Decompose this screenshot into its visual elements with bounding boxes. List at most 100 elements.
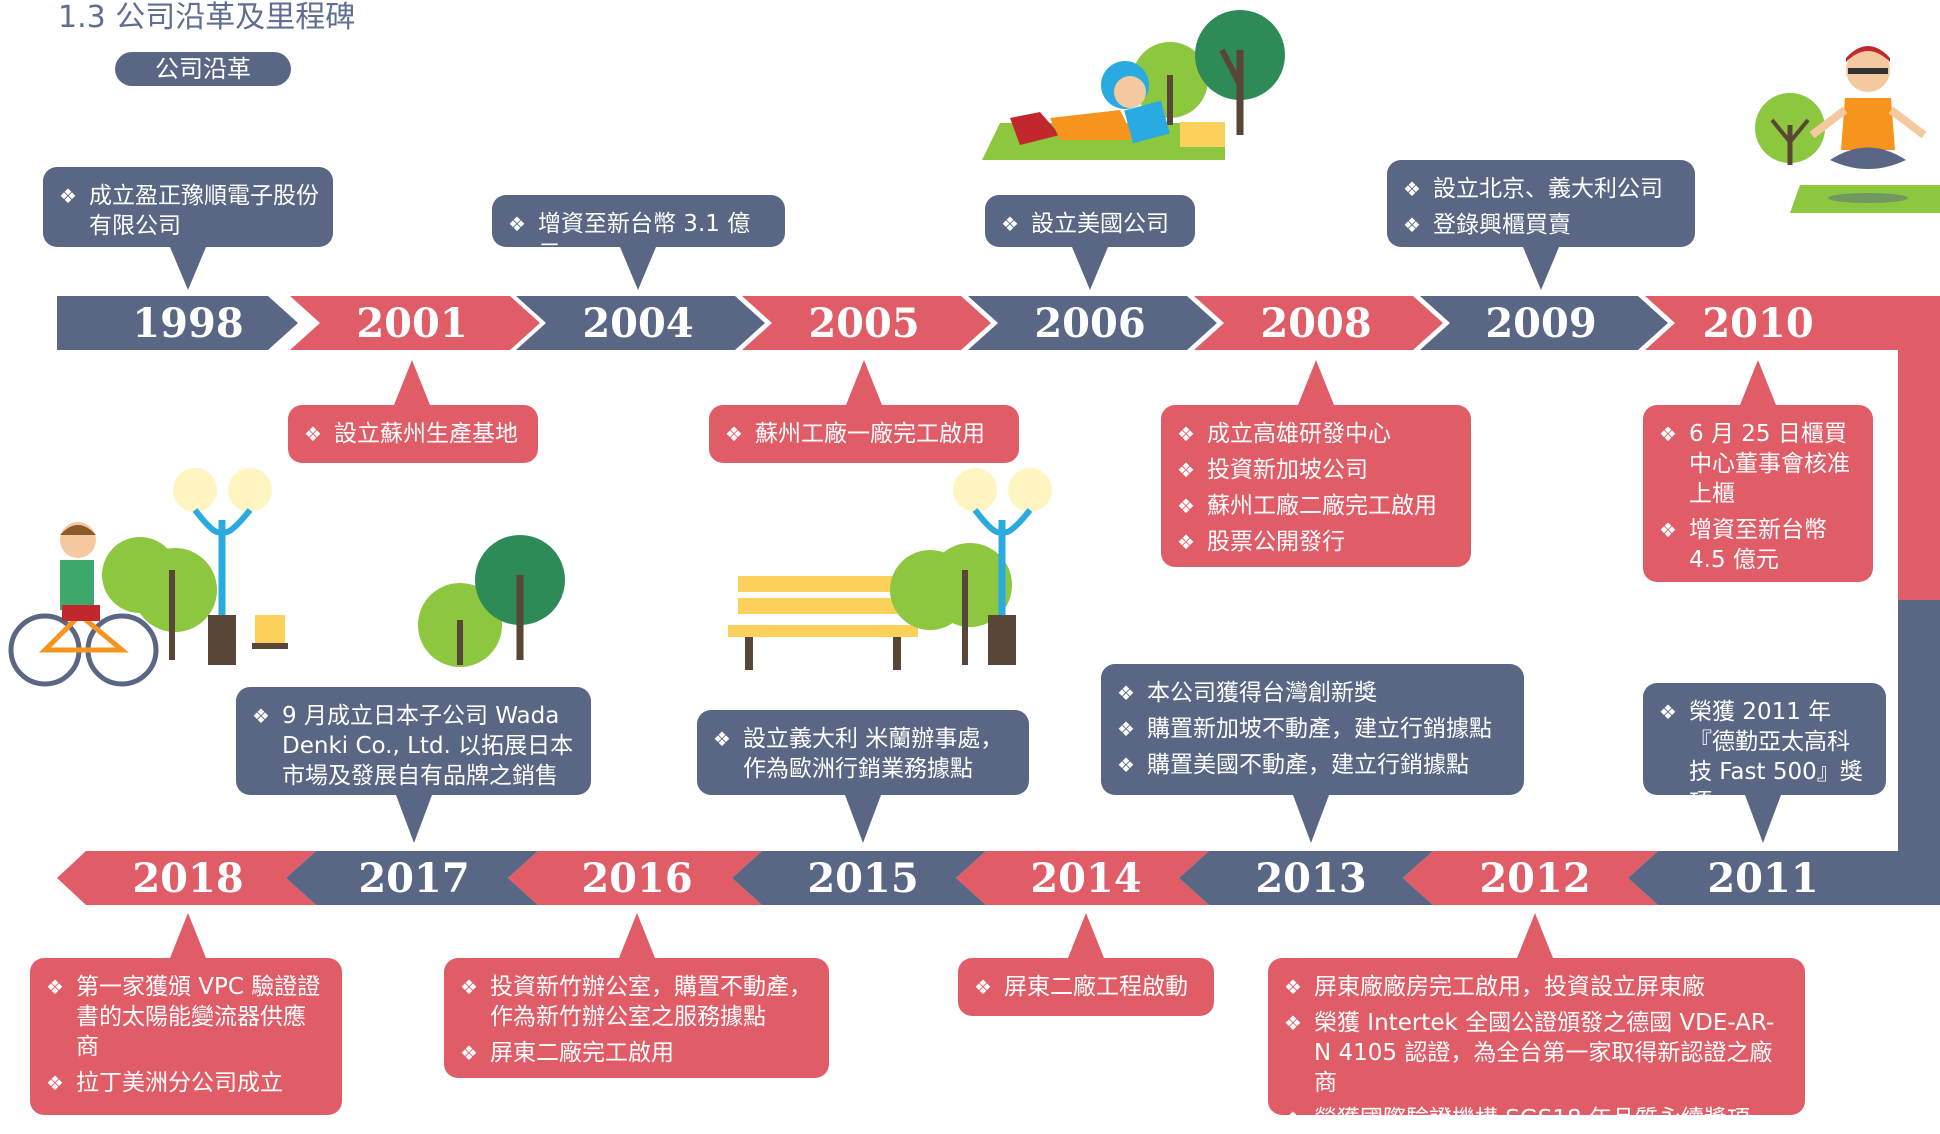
diamond-bullet-icon: ❖ <box>974 975 992 999</box>
event-text: 成立盈正豫順電子股份有限公司 <box>89 183 319 239</box>
event-text: 購置新加坡不動產，建立行銷據點 <box>1147 716 1492 742</box>
event-text: 6 月 25 日櫃買中心董事會核准上櫃 <box>1689 421 1850 507</box>
event-list: ❖ 投資新竹辦公室，購置不動產，作為新竹辦公室之服務據點 ❖屏東二廠完工啟用 <box>458 972 815 1068</box>
event-list: ❖增資至新台幣 3.1 億元 <box>506 209 771 269</box>
band-2011 <box>1628 851 1940 905</box>
event-list: ❖成立盈正豫順電子股份有限公司 <box>57 181 319 241</box>
event-item: ❖ 設立美國公司 <box>999 209 1181 239</box>
diamond-bullet-icon: ❖ <box>1403 213 1421 237</box>
year-label: 2009 <box>1485 300 1596 347</box>
diamond-bullet-icon: ❖ <box>1284 975 1302 999</box>
event-text: 成立高雄研發中心 <box>1207 421 1391 447</box>
band-2010 <box>1645 296 1940 350</box>
diamond-bullet-icon: ❖ <box>1177 458 1195 482</box>
year-label: 2008 <box>1260 300 1371 347</box>
year-label: 2017 <box>358 855 469 902</box>
diamond-bullet-icon: ❖ <box>1001 212 1019 236</box>
diamond-bullet-icon: ❖ <box>1284 1107 1302 1131</box>
year-label: 2005 <box>808 300 919 347</box>
event-item: ❖增資至新台幣 3.1 億元 <box>506 209 771 269</box>
year-label: 2001 <box>356 300 467 347</box>
band-1998 <box>57 296 298 350</box>
event-2012-box: ❖屏東廠廠房完工啟用，投資設立屏東廠❖榮獲 Intertek 全國公證頒發之德國… <box>1268 958 1805 1132</box>
event-item: ❖榮獲國際驗證機構 SGS18 年品質永續獎項 <box>1282 1104 1791 1134</box>
event-item: ❖投資新加坡公司 <box>1175 455 1457 485</box>
event-text: 購置美國不動產，建立行銷據點 <box>1147 752 1469 778</box>
event-item: ❖ 投資新竹辦公室，購置不動產，作為新竹辦公室之服務據點 <box>458 972 815 1032</box>
diamond-bullet-icon: ❖ <box>252 704 270 728</box>
band-2016 <box>508 851 762 905</box>
event-2015-box: ❖設立義大利 米蘭辦事處，作為歐洲行銷業務據點 <box>697 710 1029 795</box>
bicycle-park-illustration <box>8 468 288 687</box>
person-reading-illustration <box>982 10 1285 160</box>
event-text: 拉丁美洲分公司成立 <box>76 1070 283 1096</box>
event-list: ❖ 設立北京、義大利公司 ❖ 登錄興櫃買賣 <box>1401 174 1681 240</box>
band-2015 <box>732 851 986 905</box>
year-label: 2011 <box>1707 855 1818 902</box>
diamond-bullet-icon: ❖ <box>1177 422 1195 446</box>
event-list: ❖本公司獲得台灣創新獎❖購置新加坡不動產，建立行銷據點❖購置美國不動產，建立行銷… <box>1115 678 1510 780</box>
event-2005-box: ❖蘇州工廠一廠完工啟用 <box>709 405 1019 463</box>
year-label: 1998 <box>132 300 243 347</box>
event-text: 登錄興櫃買賣 <box>1433 212 1571 238</box>
year-label: 2018 <box>132 855 243 902</box>
event-text: 蘇州工廠二廠完工啟用 <box>1207 493 1437 519</box>
event-2006-box: ❖ 設立美國公司 <box>985 195 1195 247</box>
event-item: ❖6 月 25 日櫃買中心董事會核准上櫃 <box>1657 419 1859 509</box>
event-item: ❖屏東二廠工程啟動 <box>972 972 1200 1002</box>
year-labels: 1998 2001 2004 2005 2006 2008 2009 2010 … <box>132 300 1818 902</box>
year-label: 2013 <box>1255 855 1366 902</box>
diamond-bullet-icon: ❖ <box>46 975 64 999</box>
callout-pointers <box>170 247 1781 958</box>
event-2010-box: ❖6 月 25 日櫃買中心董事會核准上櫃 ❖ 增資至新台幣 4.5 億元 <box>1643 405 1873 582</box>
event-list: ❖蘇州工廠一廠完工啟用 <box>723 419 1005 449</box>
top-band <box>57 296 1940 350</box>
year-label: 2010 <box>1702 300 1813 347</box>
section-pill: 公司沿革 <box>115 52 291 86</box>
year-label: 2015 <box>807 855 918 902</box>
diamond-bullet-icon: ❖ <box>1117 681 1135 705</box>
event-text: 增資至新台幣 4.5 億元 <box>1689 517 1827 573</box>
event-text: 設立北京、義大利公司 <box>1433 176 1663 202</box>
year-label: 2006 <box>1034 300 1145 347</box>
diamond-bullet-icon: ❖ <box>725 422 743 446</box>
event-item: ❖購置新加坡不動產，建立行銷據點 <box>1115 714 1510 744</box>
event-text: 股票公開發行 <box>1207 529 1345 555</box>
event-2014-box: ❖屏東二廠工程啟動 <box>958 958 1214 1016</box>
diamond-bullet-icon: ❖ <box>304 422 322 446</box>
event-list: ❖ 第一家獲頒 VPC 驗證證書的太陽能變流器供應商 ❖ 拉丁美洲分公司成立 <box>44 972 328 1098</box>
event-2004-box: ❖增資至新台幣 3.1 億元 <box>492 195 785 267</box>
band-2012 <box>1403 851 1658 905</box>
band-2008 <box>1194 296 1443 350</box>
band-2018 <box>57 851 316 905</box>
event-item: ❖榮獲 Intertek 全國公證頒發之德國 VDE-AR-N 4105 認證，… <box>1282 1008 1791 1098</box>
diamond-bullet-icon: ❖ <box>460 975 478 999</box>
diamond-bullet-icon: ❖ <box>460 1041 478 1065</box>
diamond-bullet-icon: ❖ <box>1117 753 1135 777</box>
event-item: ❖ 登錄興櫃買賣 <box>1401 210 1681 240</box>
diamond-bullet-icon: ❖ <box>46 1071 64 1095</box>
diamond-bullet-icon: ❖ <box>1659 518 1677 542</box>
event-item: ❖蘇州工廠一廠完工啟用 <box>723 419 1005 449</box>
event-text: 第一家獲頒 VPC 驗證證書的太陽能變流器供應商 <box>76 974 321 1060</box>
event-1998-box: ❖成立盈正豫順電子股份有限公司 <box>43 167 333 247</box>
diamond-bullet-icon: ❖ <box>1403 177 1421 201</box>
event-2016-box: ❖ 投資新竹辦公室，購置不動產，作為新竹辦公室之服務據點 ❖屏東二廠完工啟用 <box>444 958 829 1078</box>
event-text: 榮獲 2011 年『德勤亞太高科技 Fast 500』獎項 <box>1689 699 1863 815</box>
diamond-bullet-icon: ❖ <box>713 727 731 751</box>
event-2017-box: ❖9 月成立日本子公司 Wada Denki Co., Ltd. 以拓展日本市場… <box>236 687 591 795</box>
event-2009-box: ❖ 設立北京、義大利公司 ❖ 登錄興櫃買賣 <box>1387 160 1695 247</box>
event-2013-box: ❖本公司獲得台灣創新獎❖購置新加坡不動產，建立行銷據點❖購置美國不動產，建立行銷… <box>1101 664 1524 795</box>
band-2013 <box>1179 851 1433 905</box>
event-text: 增資至新台幣 3.1 億元 <box>538 211 751 267</box>
diamond-bullet-icon: ❖ <box>1659 700 1677 724</box>
event-list: ❖6 月 25 日櫃買中心董事會核准上櫃 ❖ 增資至新台幣 4.5 億元 <box>1657 419 1859 575</box>
event-item: ❖屏東二廠完工啟用 <box>458 1038 815 1068</box>
event-text: 投資新竹辦公室，購置不動產，作為新竹辦公室之服務據點 <box>490 974 812 1030</box>
event-text: 設立美國公司 <box>1031 211 1169 237</box>
event-item: ❖成立盈正豫順電子股份有限公司 <box>57 181 319 241</box>
band-2001 <box>290 296 540 350</box>
event-item: ❖蘇州工廠二廠完工啟用 <box>1175 491 1457 521</box>
trees-illustration <box>418 535 565 667</box>
